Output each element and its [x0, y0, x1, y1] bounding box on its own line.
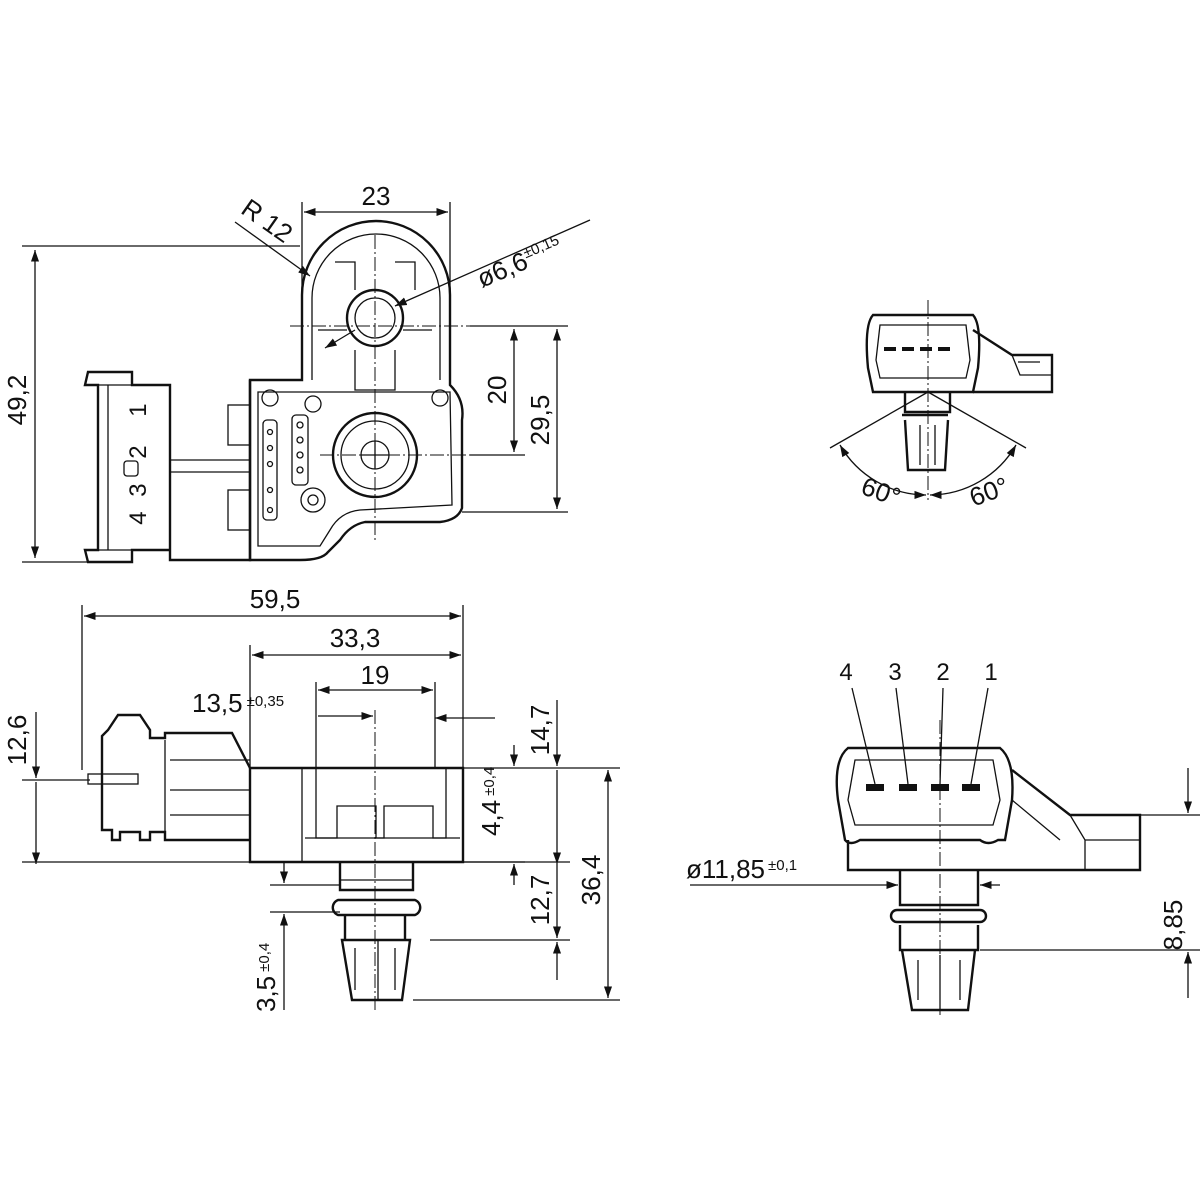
angle-left: 60° — [857, 471, 904, 513]
pin-slots — [866, 784, 980, 791]
pin-label-2: 2 — [125, 445, 152, 458]
dim-flange-height: 29,5 — [525, 395, 555, 446]
front-view: 4 3 2 1 ø11,85±0,1 8,85 — [686, 659, 1200, 1015]
front-pin-label-1: 1 — [984, 659, 997, 686]
pin-label-4: 4 — [125, 511, 152, 524]
top-view: 1 2 3 4 49,2 23 R 12 ø6,6±0,15 20 — [2, 181, 591, 564]
dim-spigot-height: 8,85 — [1158, 900, 1188, 951]
side-view: 59,5 33,3 19 13,5±0,35 12,6 4,4±0,4 — [2, 584, 620, 1012]
dim-radius: R 12 — [236, 193, 298, 249]
side-view-housing — [248, 766, 465, 864]
top-view-connector — [83, 370, 252, 564]
dim-length-total: 59,5 — [250, 584, 301, 614]
angle-right: 60° — [965, 471, 1012, 513]
front-pin-label-2: 2 — [936, 659, 949, 686]
top-view-housing — [248, 219, 464, 562]
side-view-spigot — [331, 862, 422, 1002]
pin-label-1: 1 — [125, 403, 152, 416]
front-pin-label-4: 4 — [839, 659, 852, 686]
dim-spigot-length: 12,7 — [525, 875, 555, 926]
dim-width-top: 23 — [362, 181, 391, 211]
dim-spigot-diameter: ø11,85±0,1 — [686, 854, 797, 884]
dim-overall-height: 36,4 — [576, 855, 606, 906]
dim-hole-spacing: 20 — [482, 376, 512, 405]
front-pin-label-3: 3 — [888, 659, 901, 686]
pin-label-3: 3 — [125, 483, 152, 496]
dim-bore-diameter: ø6,6±0,15 — [472, 231, 566, 294]
front-view-connector — [835, 746, 1014, 845]
dim-length-19: 19 — [361, 660, 390, 690]
dim-height-14: 14,7 — [525, 705, 555, 756]
dim-length-33: 33,3 — [330, 623, 381, 653]
dim-height-4: 4,4±0,4 — [476, 767, 506, 836]
side-view-connector — [100, 713, 252, 842]
dim-connector-height: 12,6 — [2, 715, 32, 766]
dim-depth-3: 3,5±0,4 — [251, 943, 281, 1012]
dim-height-total: 49,2 — [2, 375, 32, 426]
angle-view: 60° 60° — [829, 300, 1054, 513]
dim-offset-13: 13,5±0,35 — [192, 688, 284, 718]
